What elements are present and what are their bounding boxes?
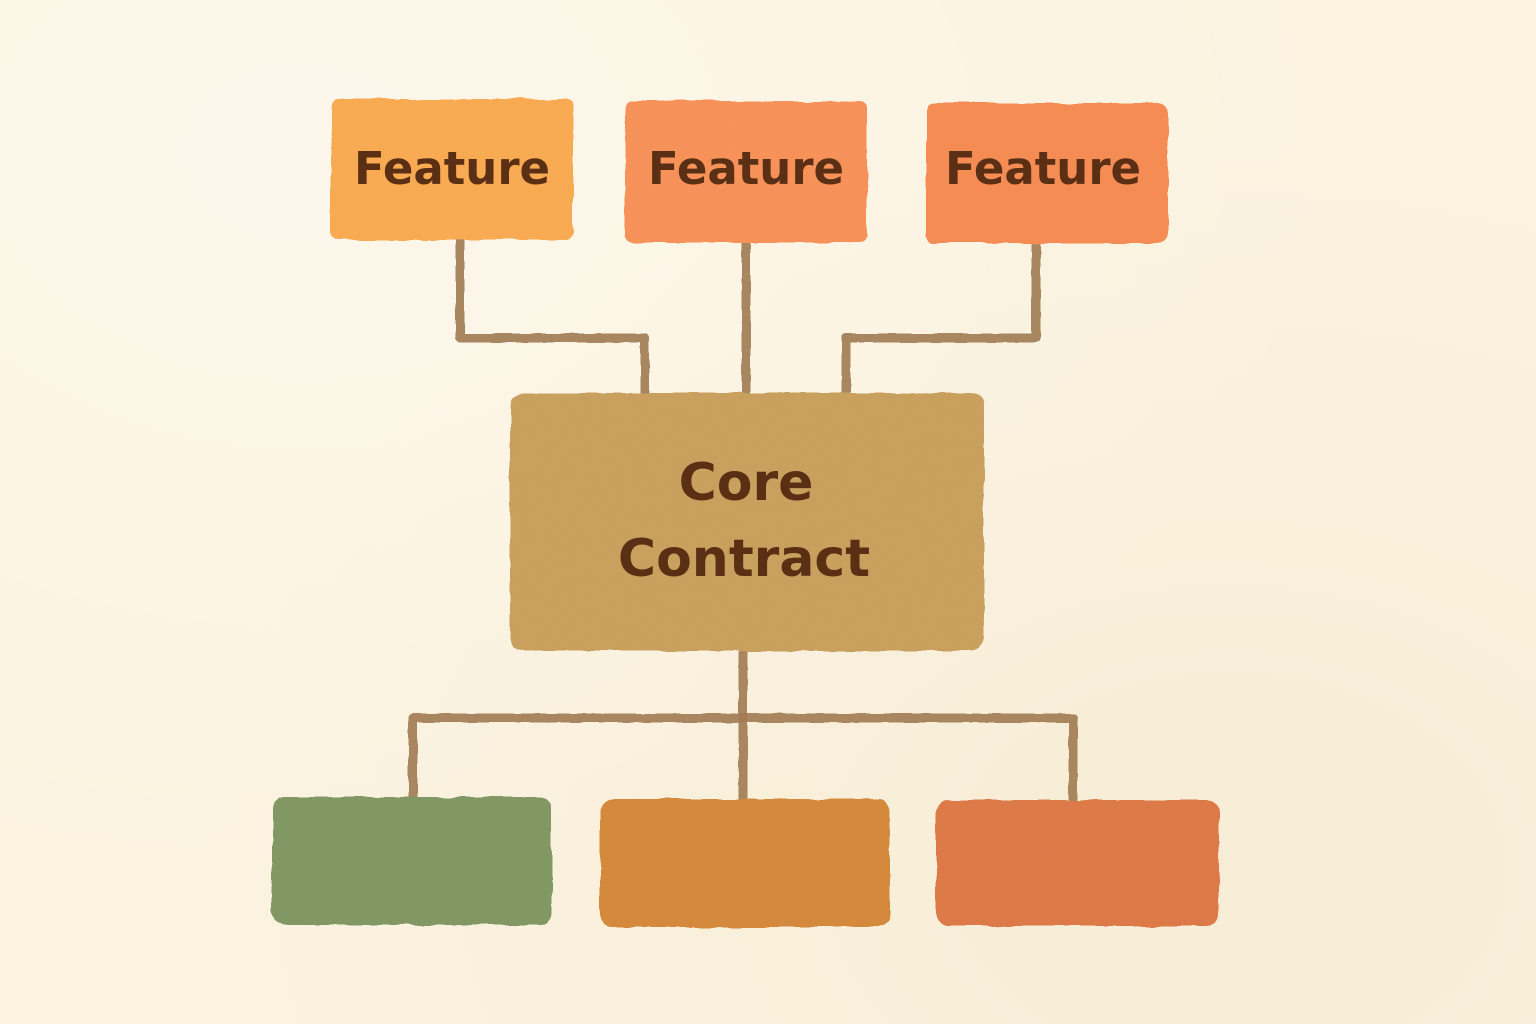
feature-box-1[interactable]: Feature — [331, 99, 573, 240]
feature-connectors — [455, 235, 1041, 400]
core-contract-label-line2: Contract — [618, 529, 870, 589]
core-contract-box[interactable]: Core Contract — [510, 393, 984, 651]
feature-box-1-label: Feature — [354, 142, 550, 195]
feature-box-2-fill — [625, 101, 867, 243]
bottom-box-2[interactable] — [600, 799, 890, 927]
feature-box-3[interactable]: Feature — [926, 103, 1168, 243]
bottom-connectors — [408, 647, 1078, 805]
connector-feature-3 — [841, 238, 1041, 400]
feature-row: Feature Feature Feature — [331, 99, 1168, 243]
feature-box-2[interactable]: Feature — [625, 101, 867, 243]
feature-box-1-fill — [331, 99, 573, 240]
connector-feature-1 — [455, 235, 650, 400]
feature-box-2-label: Feature — [648, 142, 844, 195]
feature-box-3-fill — [926, 103, 1168, 243]
core-contract-label-line1: Core — [679, 453, 814, 513]
connector-bottom-bar — [408, 713, 1078, 805]
core-contract-box-fill — [510, 393, 984, 651]
bottom-row — [272, 797, 1219, 927]
feature-box-3-label: Feature — [945, 142, 1141, 195]
bottom-box-3[interactable] — [936, 800, 1219, 926]
bottom-box-1[interactable] — [272, 797, 552, 925]
